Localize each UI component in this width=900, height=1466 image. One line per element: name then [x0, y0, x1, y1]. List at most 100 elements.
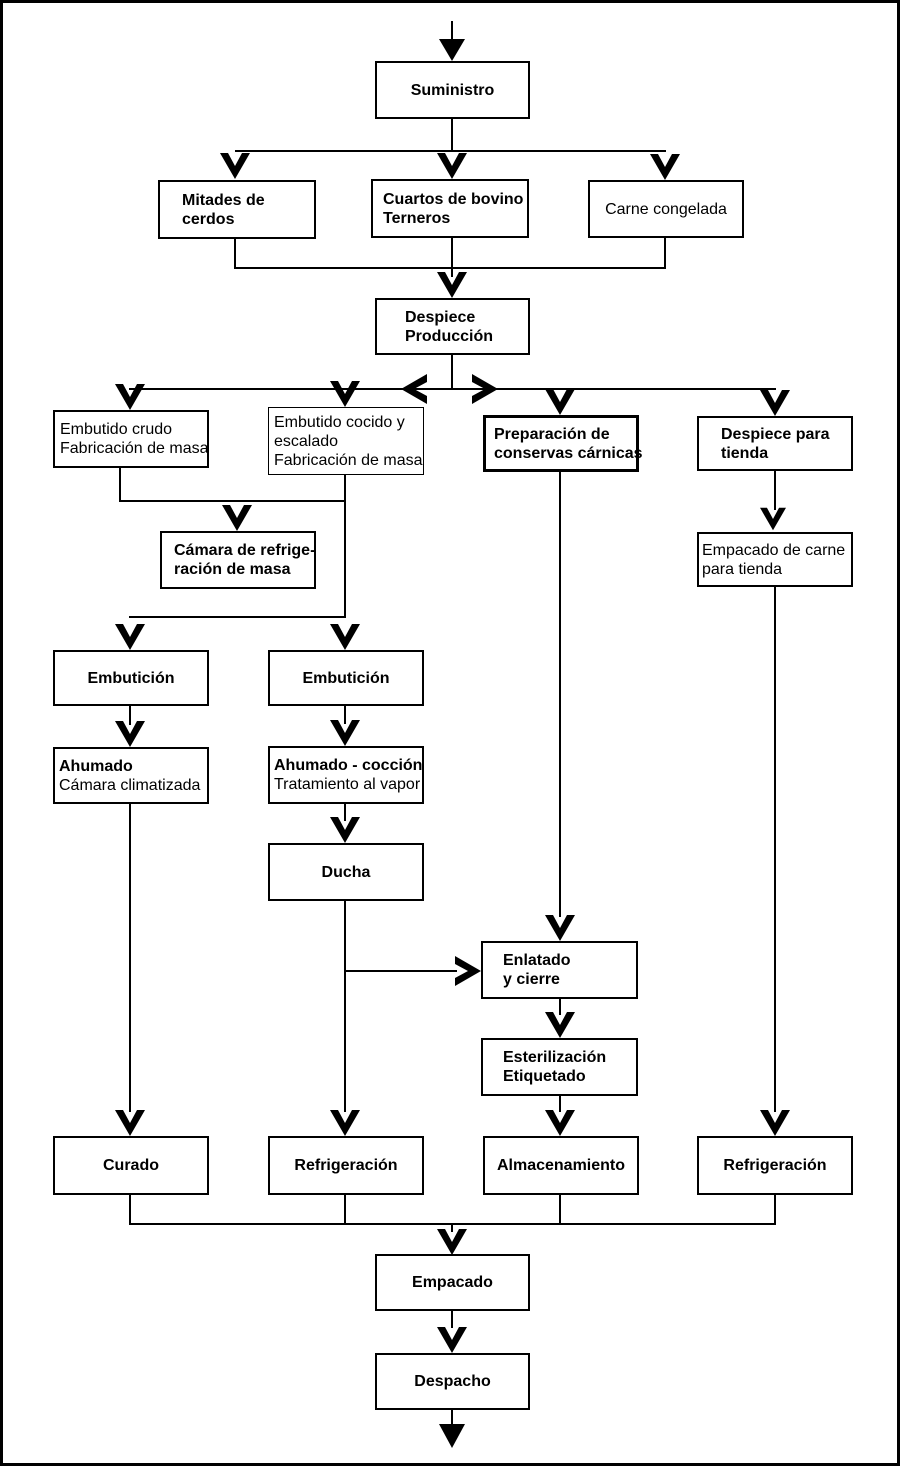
node-label-line: Embutición — [302, 669, 390, 687]
connector-line — [451, 1410, 453, 1426]
node-refrigeracion-der: Refrigeración — [697, 1136, 853, 1195]
connector-line — [451, 119, 453, 151]
node-label-line: Preparación de — [494, 425, 610, 443]
node-label-line: tienda — [721, 444, 769, 462]
node-ducha: Ducha — [268, 843, 424, 901]
node-label-line: Carne congelada — [605, 200, 727, 218]
arrow-down-icon — [115, 384, 145, 410]
arrow-down-solid-icon — [439, 1424, 465, 1448]
connector-line — [451, 1311, 453, 1328]
arrow-down-icon — [115, 1110, 145, 1136]
node-label-line: Despiece para — [721, 425, 830, 443]
node-label-line: Etiquetado — [503, 1068, 586, 1085]
node-despacho: Despacho — [375, 1353, 530, 1410]
node-carne-congelada: Carne congelada — [588, 180, 744, 238]
node-embutido-cocido: Embutido cocido y escalado Fabricación d… — [268, 407, 424, 475]
arrow-down-icon — [330, 1110, 360, 1136]
node-label-line: Almacenamiento — [496, 1157, 626, 1174]
node-ahumado: Ahumado Cámara climatizada — [53, 747, 209, 804]
node-label-line: Ahumado — [59, 757, 133, 775]
node-label-line: Fabricación de masa — [60, 440, 209, 457]
connector-line — [451, 1223, 453, 1232]
node-label-line: Refrigeración — [723, 1157, 827, 1174]
node-esterilizacion-etiquetado: Esterilización Etiquetado — [481, 1038, 638, 1096]
arrow-down-icon — [437, 272, 467, 298]
connector-line — [344, 706, 346, 724]
node-label-line: Fabricación de masa — [274, 451, 423, 469]
arrow-down-icon — [330, 381, 360, 407]
node-label-line: Embutido cocido y — [274, 413, 405, 431]
arrow-down-icon — [220, 153, 250, 179]
node-empacado: Empacado — [375, 1254, 530, 1311]
connector-line — [119, 468, 121, 502]
arrow-left-icon — [401, 374, 427, 404]
node-refrigeracion-izq: Refrigeración — [268, 1136, 424, 1195]
node-label-line: Embutido crudo — [60, 421, 173, 438]
node-label-line: Suministro — [410, 81, 495, 99]
arrow-down-icon — [545, 1012, 575, 1038]
node-label-line: Cámara de refrige- — [174, 542, 316, 559]
node-ahumado-coccion: Ahumado - cocción Tratamiento al vapor — [268, 746, 424, 804]
node-embuticion-izq: Embutición — [53, 650, 209, 706]
node-suministro: Suministro — [375, 61, 530, 119]
connector-line — [344, 804, 346, 821]
connector-line — [559, 472, 561, 917]
node-enlatado-cierre: Enlatado y cierre — [481, 941, 638, 999]
arrow-down-icon — [760, 507, 786, 531]
arrow-down-icon — [760, 390, 790, 416]
node-label-line: cerdos — [182, 210, 235, 228]
node-camara-refrigeracion-masa: Cámara de refrige- ración de masa — [160, 531, 316, 589]
connector-line — [129, 616, 346, 618]
arrow-down-icon — [545, 389, 575, 415]
connector-line — [774, 471, 776, 510]
node-label-line: Enlatado — [503, 952, 571, 969]
connector-line — [344, 970, 457, 972]
connector-line — [451, 238, 453, 269]
connector-line — [774, 587, 776, 1112]
arrow-down-icon — [115, 624, 145, 650]
node-label-line: Empacado de carne — [702, 541, 846, 559]
node-almacenamiento: Almacenamiento — [483, 1136, 639, 1195]
node-label-line: Tratamiento al vapor — [274, 776, 421, 793]
arrow-down-icon — [437, 1229, 467, 1255]
connector-line — [129, 1195, 131, 1225]
connector-line — [129, 804, 131, 1112]
node-embuticion-der: Embutición — [268, 650, 424, 706]
connector-line — [129, 388, 776, 390]
node-label-line: Refrigeración — [294, 1157, 398, 1174]
connector-line — [129, 706, 131, 725]
node-label-line: Despacho — [414, 1373, 491, 1390]
node-label-line: Curado — [103, 1157, 159, 1174]
node-label-line: Cámara climatizada — [59, 776, 201, 794]
connector-line — [344, 901, 346, 1112]
node-label-line: Despiece — [405, 308, 476, 326]
connector-line — [234, 239, 236, 269]
connector-line — [451, 267, 453, 277]
arrow-right-icon — [472, 374, 498, 404]
node-label-line: escalado — [274, 432, 339, 450]
node-mitades-de-cerdos: Mitades de cerdos — [158, 180, 316, 239]
connector-line — [344, 1195, 346, 1225]
arrow-down-icon — [222, 505, 252, 531]
arrow-down-icon — [437, 1327, 467, 1353]
arrow-down-icon — [650, 154, 680, 180]
node-label-line: Terneros — [383, 209, 451, 227]
node-despiece-produccion: Despiece Producción — [375, 298, 530, 355]
node-label-line: ración de masa — [174, 561, 291, 578]
connector-line — [344, 475, 346, 618]
arrow-down-icon — [330, 720, 360, 746]
connector-line — [664, 238, 666, 269]
connector-line — [451, 355, 453, 390]
node-empacado-carne-tienda: Empacado de carne para tienda — [697, 532, 853, 587]
node-label-line: Ducha — [321, 863, 371, 881]
arrow-down-icon — [760, 1110, 790, 1136]
node-embutido-crudo: Embutido crudo Fabricación de masa — [53, 410, 209, 468]
node-label-line: conservas cárnicas — [494, 444, 643, 462]
connector-line — [559, 999, 561, 1015]
node-curado: Curado — [53, 1136, 209, 1195]
connector-line — [559, 1096, 561, 1112]
node-label-line: Mitades de — [182, 191, 265, 209]
node-label-line: Ahumado - cocción — [274, 757, 423, 774]
node-cuartos-de-bovino: Cuartos de bovino Terneros — [371, 179, 529, 238]
